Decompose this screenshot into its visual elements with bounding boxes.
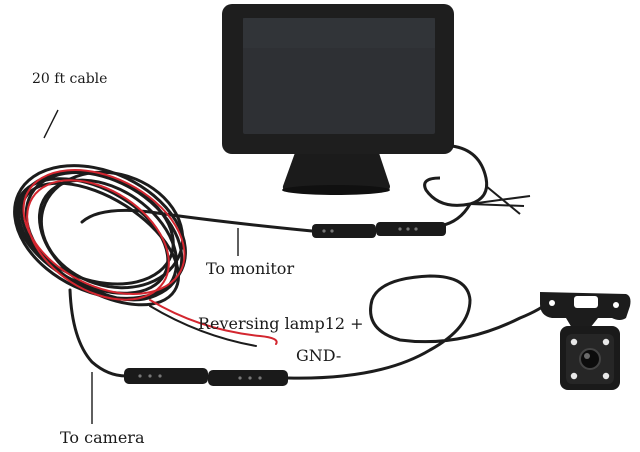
camera (540, 292, 631, 390)
monitor (222, 4, 531, 215)
reversing-lamp-label: Reversing lamp12 + (198, 314, 364, 333)
coiled-cable (13, 164, 314, 378)
cable-length-label: 20 ft cable (32, 71, 108, 87)
ground-label: GND- (296, 346, 342, 365)
to-camera-label: To camera (60, 428, 145, 447)
monitor-stand (282, 150, 390, 192)
camera-connector (124, 368, 288, 386)
camera-cable (287, 274, 553, 380)
callout-lines (43, 109, 239, 424)
to-monitor-label: To monitor (206, 259, 295, 278)
camera-lens (579, 348, 601, 370)
monitor-connector (312, 203, 472, 238)
cable-callout-line (43, 109, 59, 139)
camera-bracket (540, 292, 631, 328)
